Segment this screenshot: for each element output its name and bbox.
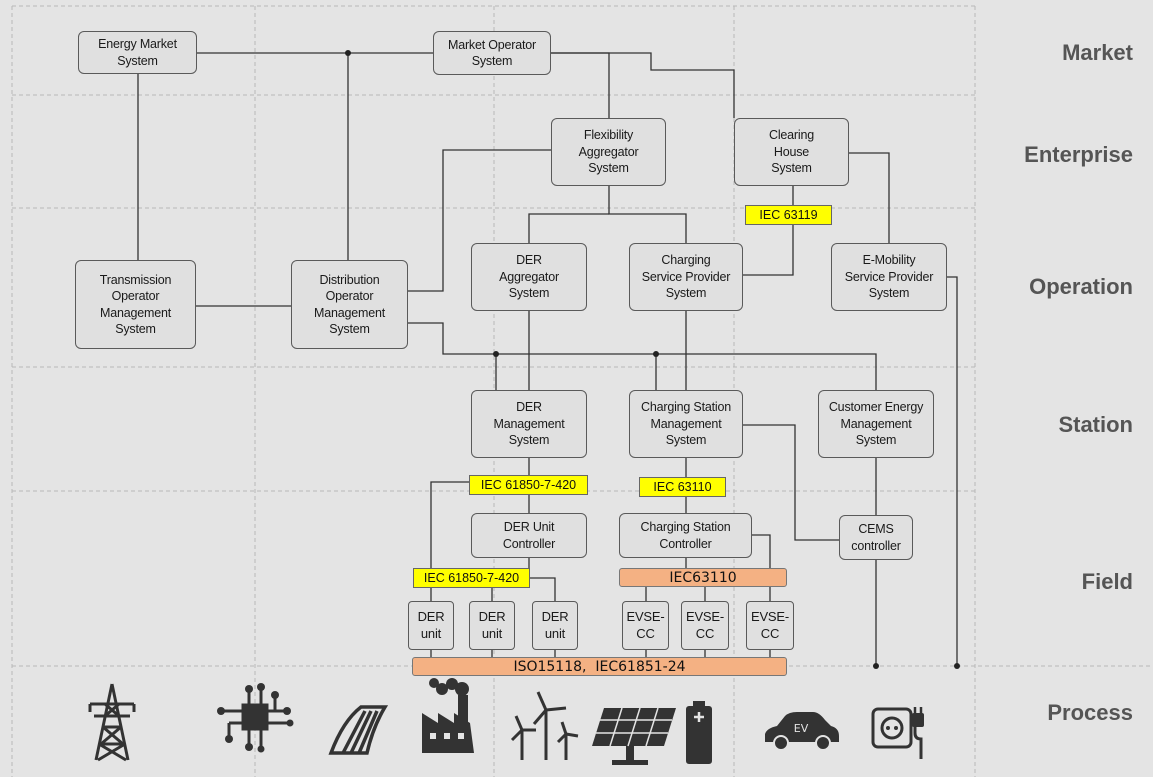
factory-icon	[422, 678, 474, 753]
solar-panel-icon	[592, 707, 676, 765]
wind-turbines-icon	[510, 691, 579, 760]
connection-lines	[137, 52, 958, 666]
energy-market-system: Energy Market System	[78, 31, 197, 74]
flexibility-aggregator-system: Flexibility Aggregator System	[551, 118, 666, 186]
der-management-system: DER Management System	[471, 390, 587, 458]
der-unit: DER unit	[532, 601, 578, 650]
transmission-tower-icon	[88, 683, 136, 762]
clearing-house-system: Clearing House System	[734, 118, 849, 186]
process-bus: ISO15118, IEC61851-24	[412, 657, 787, 676]
zone-label-process: Process	[1047, 700, 1133, 725]
zone-label-enterprise: Enterprise	[1024, 142, 1133, 167]
zone-label-field: Field	[1081, 569, 1133, 594]
standard-tag-iec-63110: IEC 63110	[639, 477, 726, 497]
hydro-dam-icon	[328, 705, 389, 755]
iec63110-bus: IEC63110	[619, 568, 787, 587]
zone-label-station: Station	[1058, 412, 1133, 437]
zone-label-operation: Operation	[1029, 274, 1133, 299]
standard-tag-iec-61850-7-420: IEC 61850-7-420	[469, 475, 588, 495]
power-socket-plug-icon	[871, 707, 924, 759]
battery-icon	[686, 701, 712, 764]
ev-badge-label: EV	[794, 722, 809, 735]
standard-tag-iec-61850-7-420-field: IEC 61850-7-420	[413, 568, 530, 588]
emobility-service-provider-system: E-Mobility Service Provider System	[831, 243, 947, 311]
der-unit: DER unit	[408, 601, 454, 650]
charging-station-controller: Charging Station Controller	[619, 513, 752, 558]
customer-energy-management-system: Customer Energy Management System	[818, 390, 934, 458]
standard-tag-iec-63119: IEC 63119	[745, 205, 832, 225]
charging-service-provider-system: Charging Service Provider System	[629, 243, 743, 311]
junction-dots	[345, 50, 960, 669]
zone-label-market: Market	[1062, 40, 1133, 65]
market-operator-system: Market Operator System	[433, 31, 551, 75]
der-unit: DER unit	[469, 601, 515, 650]
cems-controller: CEMS controller	[839, 515, 913, 560]
transmission-operator-management-system: Transmission Operator Management System	[75, 260, 196, 349]
evse-cc: EVSE- CC	[746, 601, 794, 650]
der-aggregator-system: DER Aggregator System	[471, 243, 587, 311]
distribution-operator-management-system: Distribution Operator Management System	[291, 260, 408, 349]
charging-station-management-system: Charging Station Management System	[629, 390, 743, 458]
electric-vehicle-icon: EV	[765, 712, 839, 751]
der-unit-controller: DER Unit Controller	[471, 513, 587, 558]
evse-cc: EVSE- CC	[622, 601, 669, 650]
evse-cc: EVSE- CC	[681, 601, 729, 650]
circuit-board-icon	[217, 683, 294, 753]
